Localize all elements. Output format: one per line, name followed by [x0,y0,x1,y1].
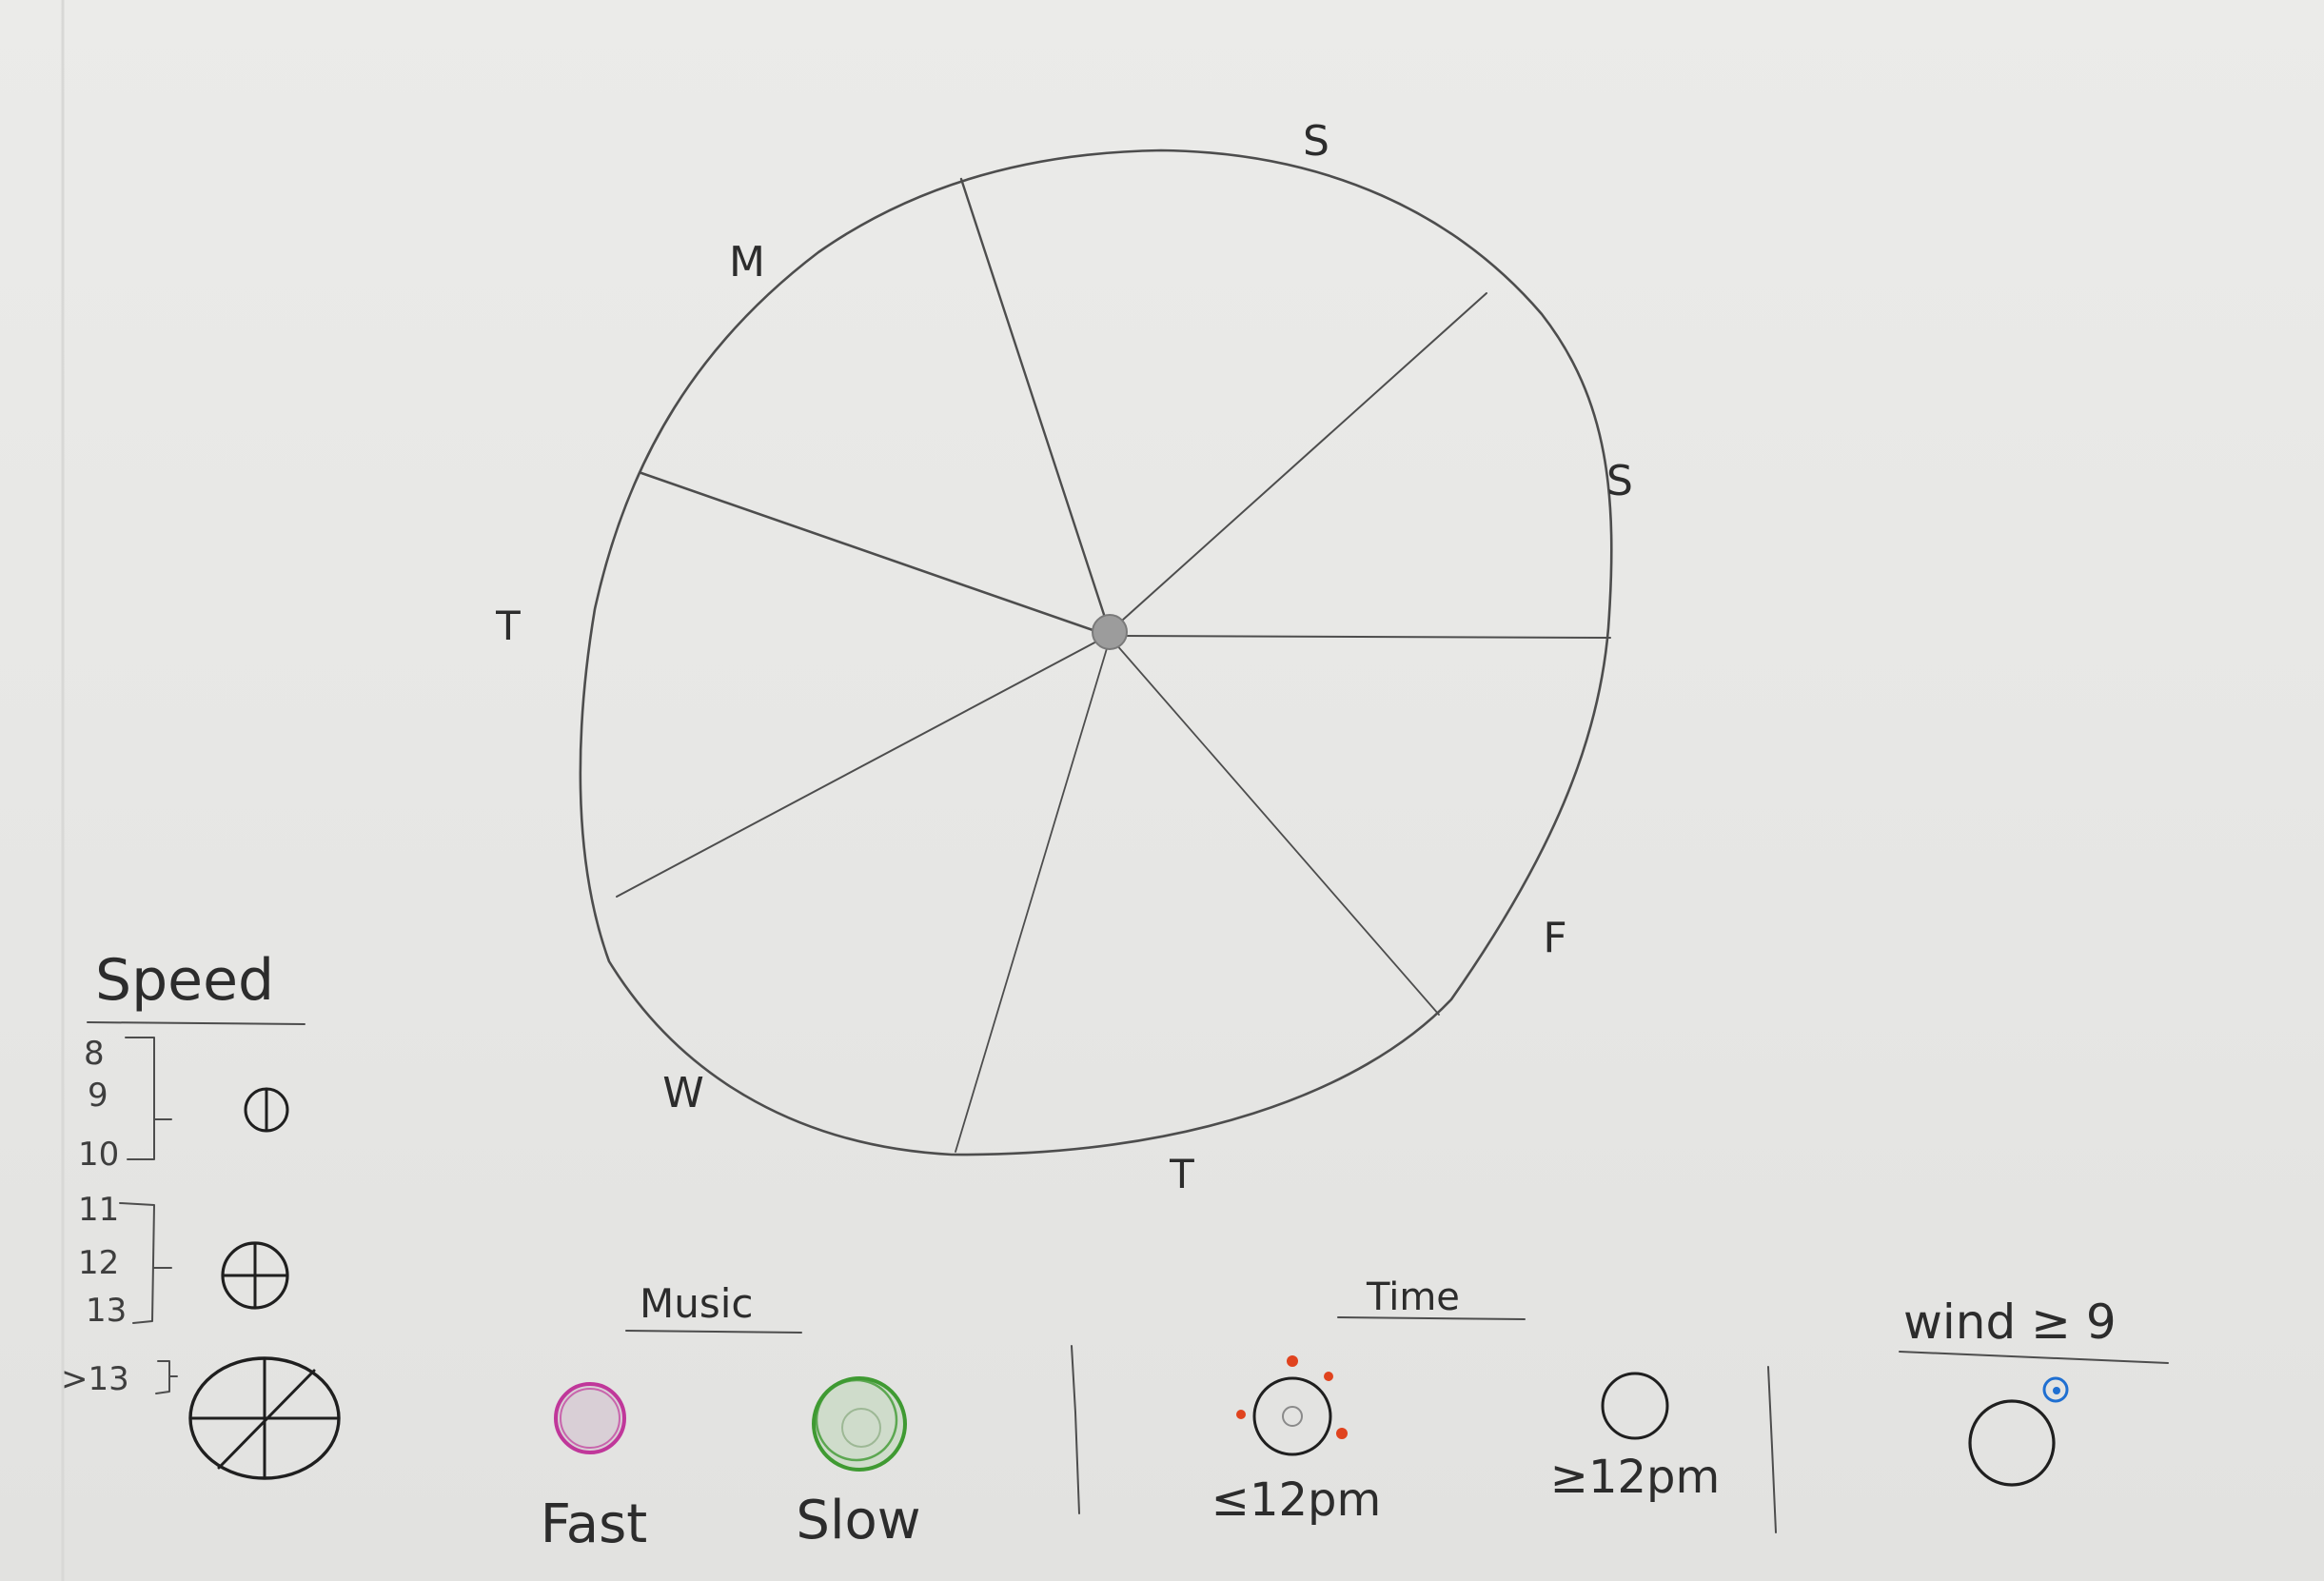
speed-legend-title: Speed [95,947,274,1014]
slow-label: Slow [796,1490,920,1551]
bracket-icon [125,1037,172,1160]
afternoon-time-icon [1601,1372,1669,1440]
bracket-icon [155,1360,178,1394]
title-underline [1899,1351,2169,1364]
speed-value: >13 [61,1360,129,1398]
music-legend-title: Music [640,1280,754,1327]
title-underline [1337,1316,1526,1320]
wheel-hub [1092,614,1128,650]
wheel-spokes [616,177,1611,1153]
section-divider [1071,1345,1080,1514]
fast-label: Fast [541,1493,648,1555]
morning-time-icon [1236,1355,1348,1456]
time-legend-title: Time [1366,1275,1460,1319]
circle-with-asterisk-icon [188,1356,341,1480]
speed-value: 13 [86,1292,127,1330]
before-noon-label: ≤12pm [1211,1473,1382,1527]
after-noon-label: ≥12pm [1550,1451,1721,1504]
wind-legend: wind ≥ 9 [1899,1294,2169,1487]
wind-icon [1968,1376,2069,1487]
speed-value: 11 [78,1191,119,1229]
week-wheel [579,148,1613,1156]
speed-value: 10 [78,1136,119,1174]
spoke [1113,292,1487,629]
title-underline [625,1330,802,1334]
wheel-outline [579,148,1613,1156]
day-label: T [495,603,521,649]
speed-value: 9 [88,1077,108,1115]
spoke [640,471,1100,634]
bracket-icon [119,1202,172,1324]
wheel-day-labels: S S F T W T M [495,117,1633,1197]
circle-with-cross-icon [221,1241,289,1310]
spoke [1114,642,1440,1016]
spoke [616,639,1101,898]
day-label: S [1303,117,1329,166]
spoke [955,644,1109,1153]
speed-value: 8 [84,1035,105,1073]
day-label: M [729,238,765,287]
fast-music-icon [554,1382,626,1454]
section-divider [1767,1366,1777,1533]
title-underline [87,1021,305,1025]
spoke [959,177,1112,634]
speed-legend: Speed 8 9 10 11 12 13 >13 [61,947,341,1480]
time-legend: Time ≤12pm ≥12pm [1211,1275,1721,1527]
slow-music-icon [812,1376,907,1472]
spoke [1122,635,1611,639]
day-label: S [1606,457,1633,505]
wind-legend-title: wind ≥ 9 [1903,1294,2117,1350]
circle-with-vertical-line-icon [244,1087,289,1133]
day-label: F [1543,914,1566,962]
music-legend: Music Fast Slow [541,1280,921,1555]
speed-value: 12 [78,1244,119,1282]
day-label: T [1169,1151,1194,1197]
day-label: W [662,1069,704,1117]
